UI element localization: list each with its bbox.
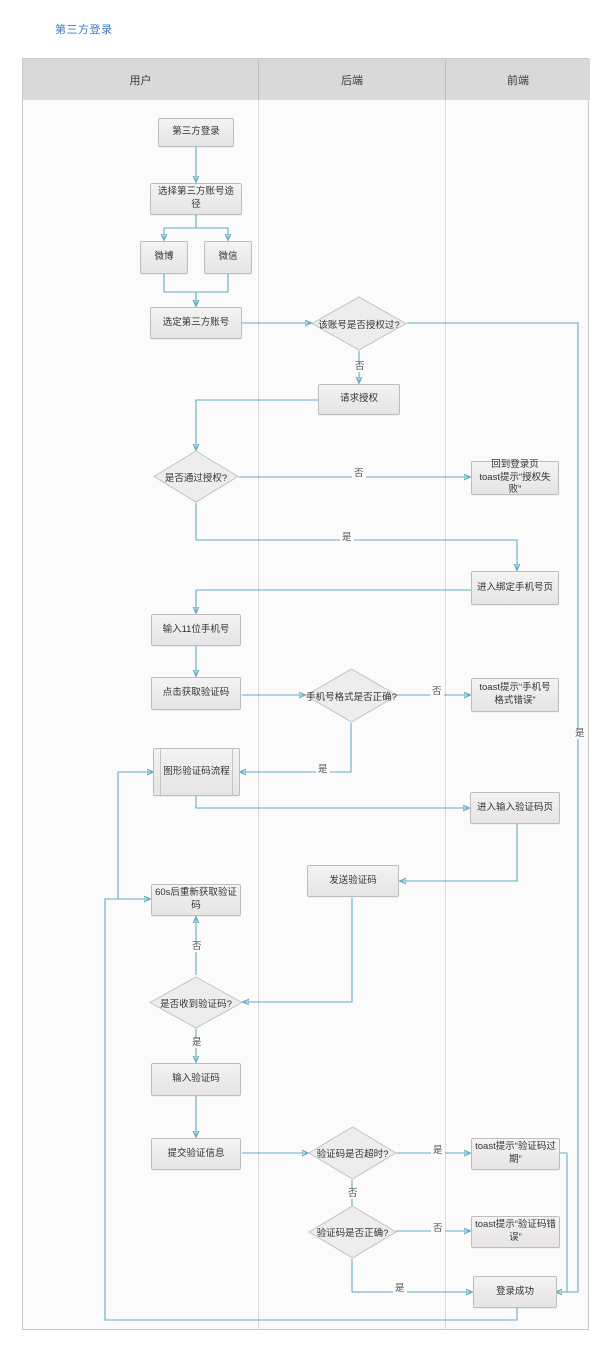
node-start[interactable]: 第三方登录: [158, 118, 234, 147]
node-bind-phone-page[interactable]: 进入绑定手机号页: [471, 571, 559, 605]
lane-header-backend: 后端: [259, 59, 446, 100]
edge-label-code-correct-yes: 是: [393, 1283, 407, 1294]
edge-label-received-yes: 是: [190, 1037, 204, 1048]
node-submit-info[interactable]: 提交验证信息: [151, 1138, 241, 1170]
edge-label-timeout-no: 否: [346, 1188, 360, 1199]
node-phone-format-error-toast[interactable]: toast提示“手机号格式错误”: [471, 678, 559, 712]
node-code-wrong-toast[interactable]: toast提示“验证码错误”: [471, 1216, 560, 1248]
node-enter-code-page[interactable]: 进入输入验证码页: [470, 792, 560, 824]
node-send-code[interactable]: 发送验证码: [307, 865, 399, 897]
diamond-shape: [149, 976, 243, 1029]
node-code-expired-toast[interactable]: toast提示“验证码过期”: [471, 1138, 560, 1170]
edge-label-pass-auth-yes: 是: [340, 532, 354, 543]
edge-label-received-no: 否: [190, 941, 204, 952]
lane-header-user: 用户: [23, 59, 259, 100]
node-resend-after-60s[interactable]: 60s后重新获取验证码: [151, 884, 241, 916]
diamond-shape: [311, 296, 407, 351]
diamond-shape: [308, 1205, 397, 1259]
node-click-get-code[interactable]: 点击获取验证码: [151, 677, 241, 710]
node-label: 手机号格式是否正确?: [306, 691, 397, 703]
node-weibo[interactable]: 微博: [140, 241, 188, 274]
lane-header-frontend: 前端: [446, 59, 590, 100]
edge-label-phone-format-no: 否: [430, 686, 444, 697]
edge-label-authorized-no: 否: [353, 361, 367, 372]
edge-label-pass-auth-no: 否: [352, 468, 366, 479]
diamond-shape: [308, 1126, 397, 1180]
node-weixin[interactable]: 微信: [204, 241, 252, 274]
node-authorized-question[interactable]: 该账号是否授权过?: [311, 296, 407, 351]
node-captcha-subprocess[interactable]: 图形验证码流程: [153, 748, 240, 796]
node-code-correct-question[interactable]: 验证码是否正确?: [308, 1205, 397, 1259]
node-login-success[interactable]: 登录成功: [473, 1276, 557, 1308]
page-title: 第三方登录: [55, 24, 113, 36]
node-choose-path[interactable]: 选择第三方账号途径: [150, 183, 242, 215]
edge-label-phone-format-yes: 是: [316, 764, 330, 775]
lane-body-user: [23, 100, 259, 1330]
node-input-phone[interactable]: 输入11位手机号: [151, 614, 241, 646]
node-label: 验证码是否正确?: [316, 1228, 389, 1239]
diamond-shape: [305, 668, 398, 723]
node-selected-account[interactable]: 选定第三方账号: [150, 307, 242, 339]
node-code-timeout-question[interactable]: 验证码是否超时?: [308, 1126, 397, 1180]
node-label: 是否收到验证码?: [160, 998, 232, 1010]
diamond-shape: [153, 450, 239, 503]
edge-label-timeout-yes: 是: [431, 1145, 445, 1156]
node-input-code[interactable]: 输入验证码: [151, 1063, 241, 1096]
node-phone-format-question[interactable]: 手机号格式是否正确?: [305, 668, 398, 723]
node-label: 该账号是否授权过?: [318, 319, 400, 331]
edge-label-code-correct-no: 否: [431, 1223, 445, 1234]
node-label: 验证码是否超时?: [316, 1149, 389, 1160]
edge-label-authorized-yes: 是: [573, 728, 587, 739]
node-pass-auth-question[interactable]: 是否通过授权?: [153, 450, 239, 503]
node-request-auth[interactable]: 请求授权: [318, 384, 400, 415]
node-received-code-question[interactable]: 是否收到验证码?: [149, 976, 243, 1029]
node-auth-failed-toast[interactable]: 回到登录页 toast提示“授权失败”: [471, 459, 559, 495]
node-label: 是否通过授权?: [164, 472, 228, 484]
